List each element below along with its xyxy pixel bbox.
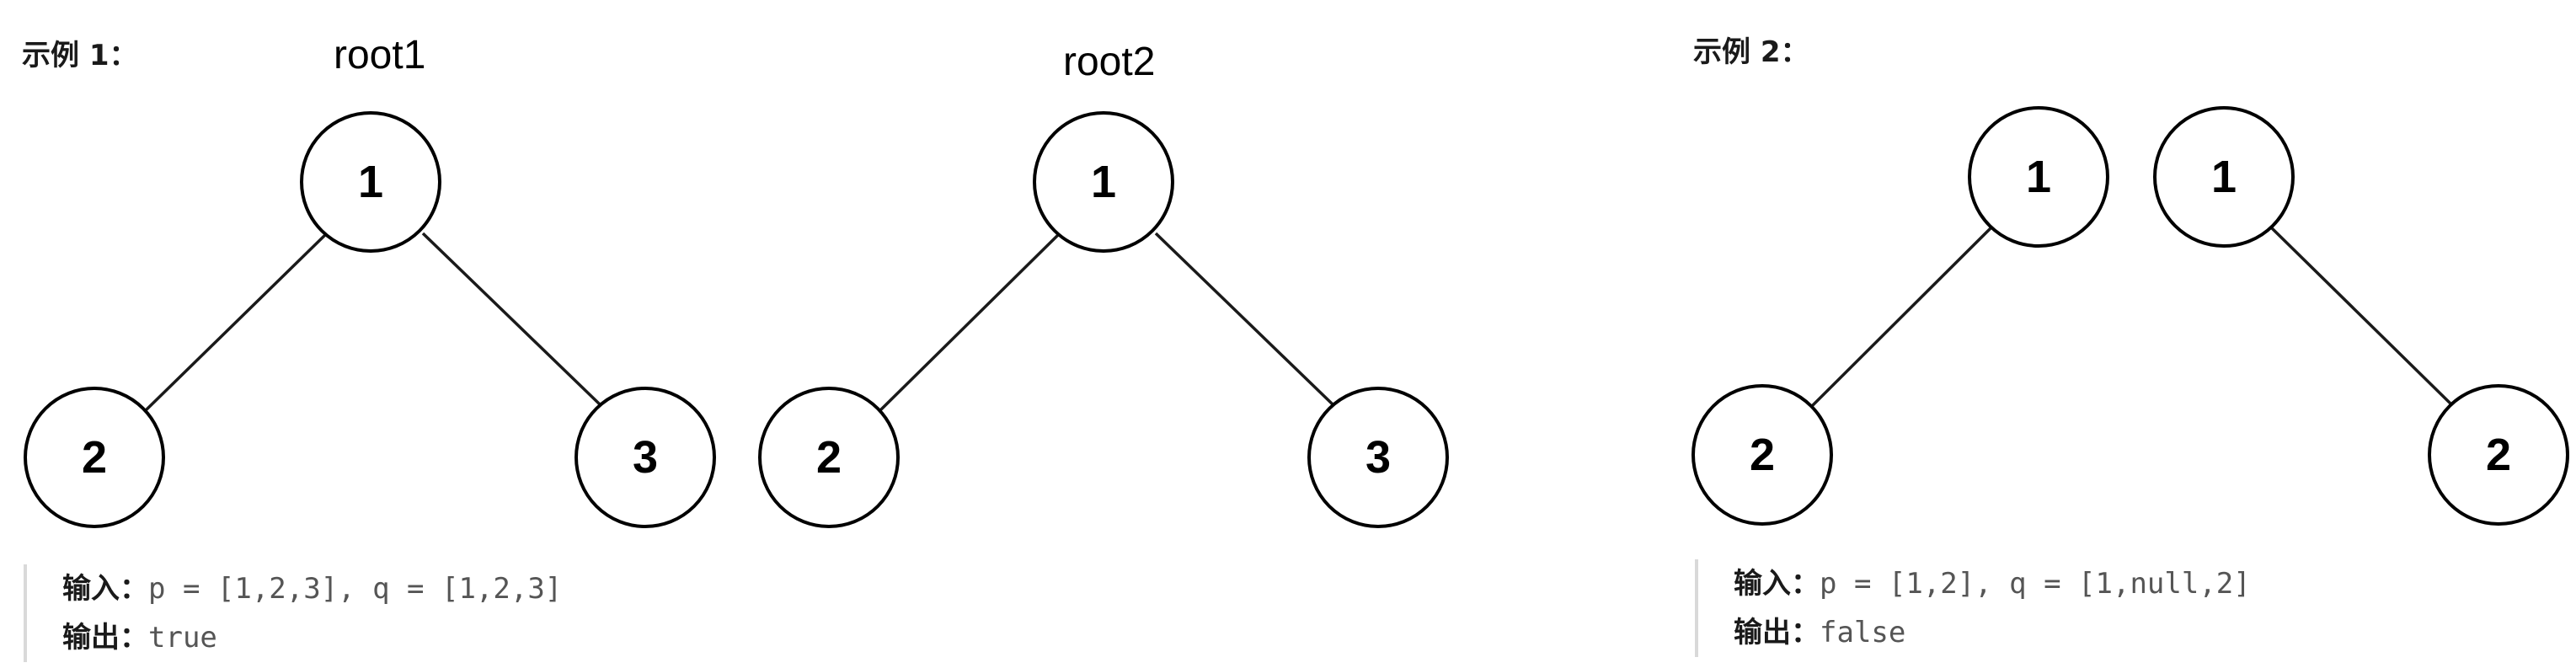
tree-edge [876,232,1061,414]
tree-label-root1: root1 [334,33,426,77]
example2-output-line: 输出：false [1734,608,2251,657]
tree-node: 1 [1033,111,1174,253]
tree-label-root2: root2 [1063,40,1156,84]
tree-q: 1 2 [2153,106,2569,526]
tree-node-value: 3 [633,432,658,483]
tree-node: 3 [1307,387,1449,528]
tree-edge [1154,232,1334,406]
tree-node-value: 1 [1091,157,1116,207]
output-label: 输出： [62,621,148,655]
tree-node: 2 [24,387,165,528]
tree-node: 3 [575,387,716,528]
tree-node: 1 [1968,106,2109,248]
tree-edge [142,232,329,414]
example2-heading: 示例 2： [1693,35,1809,69]
example1-io: 输入：p = [1,2,3], q = [1,2,3] 输出：true [24,564,562,662]
tree-edge [1808,224,1995,410]
output-label: 输出： [1734,616,1820,649]
tree-node: 1 [300,111,441,253]
tree-node-value: 2 [2486,430,2511,480]
tree-p: 1 2 [1692,106,2109,526]
example2-io: 输入：p = [1,2], q = [1,null,2] 输出：false [1695,559,2251,657]
tree-node-value: 1 [2026,152,2051,202]
tree-root2: 1 2 3 [758,111,1449,528]
input-label: 输入： [62,572,148,606]
tree-node-value: 2 [816,432,842,483]
tree-node: 2 [758,387,900,528]
example2-input-line: 输入：p = [1,2], q = [1,null,2] [1734,559,2251,608]
tree-node: 2 [2428,384,2569,526]
output-value: true [148,621,217,655]
example1-input-line: 输入：p = [1,2,3], q = [1,2,3] [62,564,562,613]
tree-edge [421,232,601,406]
tree-node: 1 [2153,106,2295,248]
example1-heading: 示例 1： [22,39,138,72]
tree-root1: 1 2 3 [24,111,716,528]
tree-node-value: 1 [358,157,383,207]
tree-edge [2268,224,2453,406]
tree-node-value: 2 [82,432,107,483]
example1-output-line: 输出：true [62,613,562,662]
input-value: p = [1,2,3], q = [1,2,3] [148,572,563,606]
tree-node: 2 [1692,384,1833,526]
input-label: 输入： [1734,567,1820,601]
tree-node-value: 1 [2211,152,2237,202]
tree-node-value: 3 [1365,432,1391,483]
output-value: false [1820,616,1906,649]
input-value: p = [1,2], q = [1,null,2] [1820,567,2251,601]
tree-node-value: 2 [1750,430,1775,480]
